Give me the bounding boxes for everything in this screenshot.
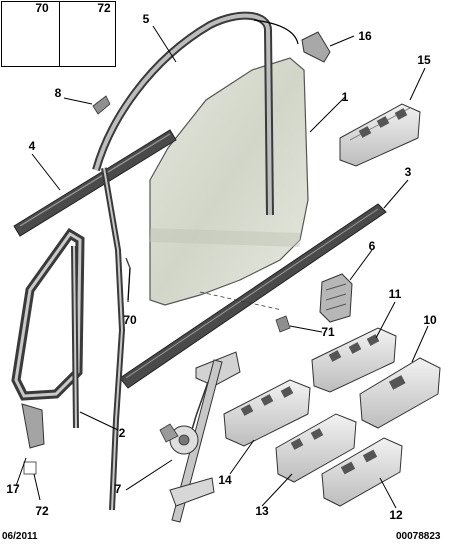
switch-15 xyxy=(339,103,421,167)
inner-belt-strip xyxy=(13,129,177,237)
callout-8: 8 xyxy=(54,86,62,100)
callout-6: 6 xyxy=(368,239,376,253)
callout-13: 13 xyxy=(255,504,269,518)
corner-piece xyxy=(301,31,331,63)
small-fastener xyxy=(275,315,291,333)
callout-71: 71 xyxy=(321,325,335,339)
callout-72-lower: 72 xyxy=(35,504,49,518)
reference-number: 00078823 xyxy=(396,531,441,542)
connector-bracket xyxy=(319,273,353,323)
callout-7: 7 xyxy=(114,482,122,496)
switch-10 xyxy=(359,357,441,429)
callout-11: 11 xyxy=(388,287,402,301)
small-clip xyxy=(92,95,111,115)
callout-17: 17 xyxy=(6,482,20,496)
callout-70: 70 xyxy=(35,1,49,15)
callout-2: 2 xyxy=(118,426,126,440)
callout-72: 72 xyxy=(97,1,111,15)
callout-5: 5 xyxy=(142,12,150,26)
callout-1: 1 xyxy=(341,90,349,104)
leader-lines xyxy=(15,25,429,509)
callout-16: 16 xyxy=(358,29,372,43)
switch-12 xyxy=(321,437,403,507)
callout-10: 10 xyxy=(423,313,437,327)
callout-12: 12 xyxy=(389,508,403,522)
callout-15: 15 xyxy=(417,53,431,67)
outer-belt-strip xyxy=(119,203,387,389)
switch-13 xyxy=(275,413,357,483)
callout-4: 4 xyxy=(28,139,36,153)
inset-divider xyxy=(59,2,60,66)
callout-14: 14 xyxy=(218,473,232,487)
fastener-inset xyxy=(1,1,116,67)
window-regulator xyxy=(159,351,241,523)
callout-70-lower: 70 xyxy=(123,313,137,327)
date-code: 06/2011 xyxy=(2,531,38,542)
quarter-glass xyxy=(21,403,45,449)
switch-14 xyxy=(223,379,311,447)
quarter-label xyxy=(23,461,37,475)
callout-3: 3 xyxy=(404,165,412,179)
